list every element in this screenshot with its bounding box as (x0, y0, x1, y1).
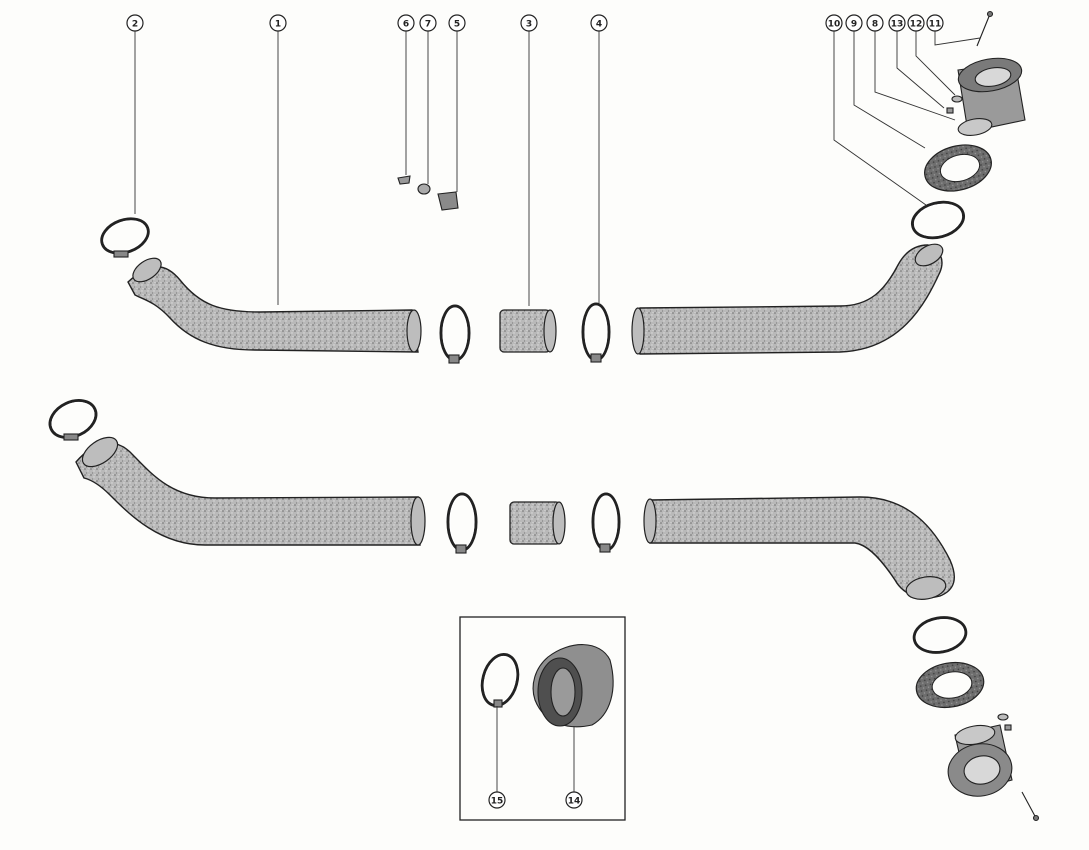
lower-left-hose-clamp (48, 399, 98, 441)
callout-7: 7 (419, 14, 437, 32)
callout-12: 12 (907, 14, 925, 32)
upper-coupler-sleeve (499, 309, 557, 353)
callout-6-label: 6 (403, 20, 409, 30)
upper-through-hull-fitting (957, 57, 1026, 136)
callout-8: 8 (866, 14, 884, 32)
lower-middle-right-clamp (591, 492, 621, 553)
lower-middle-left-clamp (446, 492, 478, 554)
upper-mounting-screw (976, 10, 994, 47)
lower-mounting-screw (1021, 791, 1040, 822)
inset-box (459, 616, 626, 821)
callout-3: 3 (520, 14, 538, 32)
inset-hose-clamp (480, 653, 520, 708)
callout-13-label: 13 (891, 20, 904, 30)
screw-part-6 (397, 175, 411, 185)
washer-part-7 (417, 183, 431, 195)
upper-gasket (924, 144, 992, 192)
upper-right-elbow-hose (631, 243, 944, 355)
lower-gasket (915, 661, 985, 709)
bracket-part-5 (437, 191, 459, 211)
callout-15-label: 15 (491, 797, 504, 807)
upper-middle-left-clamp (439, 304, 471, 364)
callout-7-label: 7 (425, 20, 431, 30)
upper-left-elbow-hose (127, 257, 422, 353)
callout-9: 9 (845, 14, 863, 32)
callout-1-label: 1 (275, 20, 281, 30)
callout-4: 4 (590, 14, 608, 32)
callout-6: 6 (397, 14, 415, 32)
callout-10-label: 10 (828, 20, 841, 30)
callout-15: 15 (488, 791, 506, 809)
upper-right-hose-clamp (911, 200, 965, 240)
upper-nut (946, 107, 954, 114)
callout-11: 11 (926, 14, 944, 32)
callout-12-label: 12 (910, 20, 923, 30)
lower-right-hose-clamp (912, 616, 968, 654)
callout-10: 10 (825, 14, 843, 32)
callout-14: 14 (565, 791, 583, 809)
upper-left-hose-clamp (100, 217, 150, 258)
lower-left-elbow-hose (75, 436, 426, 546)
callout-4-label: 4 (596, 20, 602, 30)
lower-through-hull-fitting (947, 724, 1013, 797)
lower-coupler-sleeve (509, 501, 566, 545)
inset-rubber-boot (532, 644, 614, 728)
callout-5-label: 5 (454, 20, 460, 30)
callout-11-label: 11 (929, 20, 942, 30)
callout-2-label: 2 (132, 20, 138, 30)
callout-13: 13 (888, 14, 906, 32)
upper-middle-right-clamp (581, 302, 611, 363)
callout-2: 2 (126, 14, 144, 32)
callout-14-label: 14 (568, 797, 581, 807)
lower-nut (1004, 724, 1012, 731)
callout-9-label: 9 (851, 20, 857, 30)
callout-8-label: 8 (872, 20, 878, 30)
lower-right-elbow-hose (643, 496, 956, 600)
callout-5: 5 (448, 14, 466, 32)
upper-washer (951, 95, 963, 103)
callout-3-label: 3 (526, 20, 532, 30)
callout-1: 1 (269, 14, 287, 32)
lower-washer (997, 713, 1009, 721)
